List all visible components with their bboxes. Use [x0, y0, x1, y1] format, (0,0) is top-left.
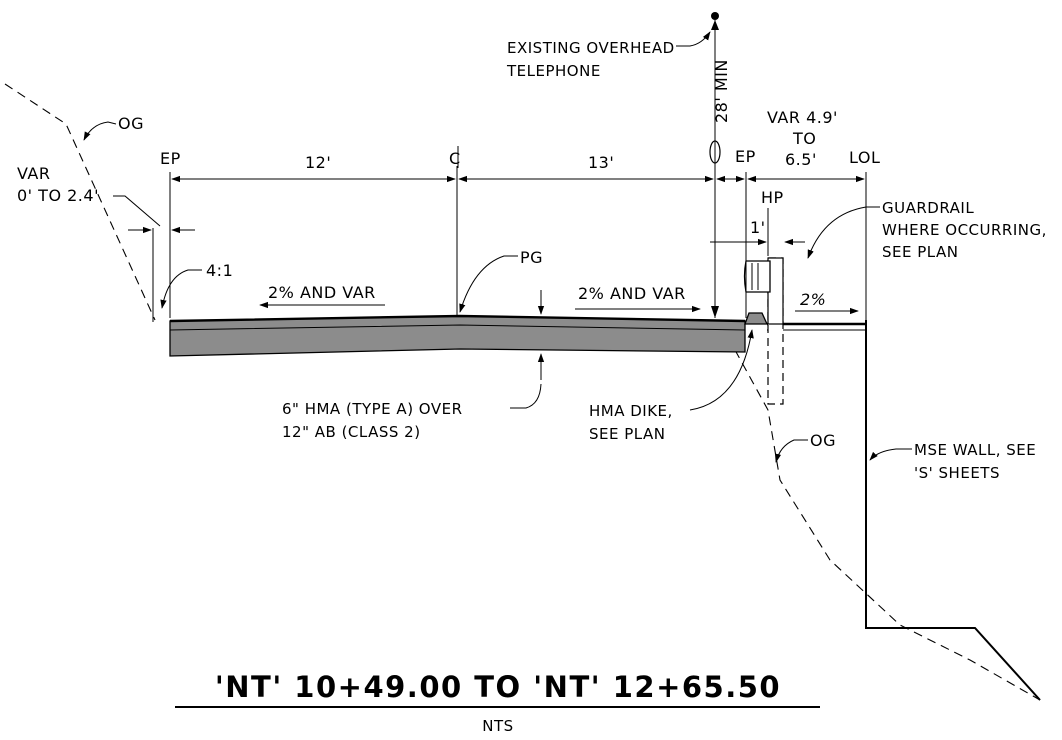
label-telephone: TELEPHONE	[506, 62, 601, 80]
pole-clearance-arrow-top	[711, 20, 719, 30]
pole-top-marker	[711, 12, 719, 20]
label-guardrail-2: WHERE OCCURRING,	[882, 221, 1047, 239]
label-mse-wall-2: 'S' SHEETS	[914, 464, 1000, 482]
label-pavement-2: 12" AB (CLASS 2)	[282, 423, 421, 441]
label-var-width-3: 6.5'	[785, 150, 817, 169]
hma-dike	[744, 312, 769, 325]
label-existing-overhead: EXISTING OVERHEAD	[507, 39, 675, 57]
og-left-leader	[83, 121, 117, 141]
pavement-layer-line	[169, 324, 746, 331]
label-pg: PG	[520, 248, 543, 267]
guardrail-rail-block	[743, 260, 771, 293]
label-slope-shoulder: 2%	[800, 290, 826, 309]
label-guardrail-3: SEE PLAN	[882, 243, 958, 261]
label-var-width-1: VAR 4.9'	[767, 108, 838, 127]
label-var-width-2: TO	[792, 129, 816, 148]
section-title: 'NT' 10+49.00 TO 'NT' 12+65.50	[215, 670, 781, 704]
original-ground-left-line	[4, 83, 156, 321]
label-hp-offset: 1'	[750, 218, 766, 237]
label-var-offset-1: VAR	[17, 164, 50, 183]
label-lol: LOL	[849, 148, 880, 167]
pavement-leader	[510, 383, 542, 409]
label-og-right: OG	[810, 431, 836, 450]
existing-overhead-leader	[676, 31, 711, 47]
label-slope-ratio: 4:1	[206, 261, 233, 280]
label-og-left: OG	[118, 114, 144, 133]
centerline-symbol: C	[449, 146, 461, 168]
slope-4-1-leader	[160, 269, 202, 309]
label-hp: HP	[761, 188, 784, 207]
label-min-clearance: 28' MIN	[712, 59, 731, 123]
guardrail-leader	[807, 206, 880, 259]
label-lane-right: 13'	[588, 153, 614, 172]
var-offset-leader	[113, 195, 161, 227]
pavement-section	[169, 315, 746, 357]
label-hma-dike-1: HMA DIKE,	[589, 402, 673, 420]
label-var-offset-2: 0' TO 2.4'	[17, 186, 99, 205]
original-ground-right-line	[734, 349, 1041, 701]
label-slope-right: 2% AND VAR	[578, 284, 686, 303]
label-lane-left: 12'	[305, 153, 331, 172]
pg-leader	[459, 255, 518, 313]
hma-dike-leader	[689, 329, 754, 411]
label-centerline: C	[449, 149, 461, 168]
label-mse-wall-1: MSE WALL, SEE	[914, 441, 1036, 459]
finished-grade-line	[169, 314, 746, 323]
label-slope-left: 2% AND VAR	[268, 283, 376, 302]
og-right-leader	[774, 439, 808, 463]
label-hma-dike-2: SEE PLAN	[589, 425, 665, 443]
mse-wall-leader	[869, 448, 912, 461]
label-guardrail-1: GUARDRAIL	[882, 199, 974, 217]
scale-label: NTS	[482, 717, 513, 735]
pole-clearance-arrow-bottom	[711, 306, 719, 318]
label-ep-left: EP	[160, 149, 181, 168]
label-ep-right: EP	[735, 147, 756, 166]
mse-wall-line	[865, 320, 1041, 701]
label-pavement-1: 6" HMA (TYPE A) OVER	[282, 400, 463, 418]
